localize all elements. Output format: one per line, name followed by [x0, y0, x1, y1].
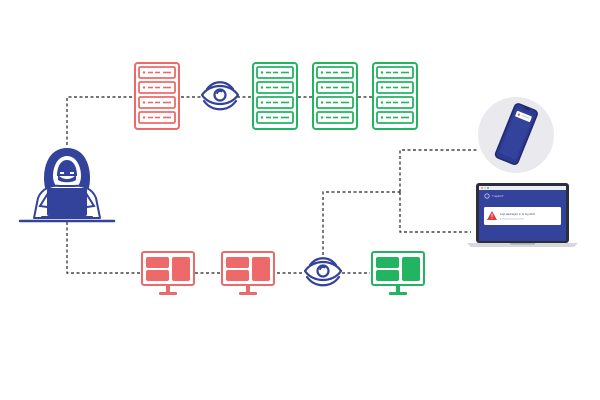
connector-attacker-to-servers — [66, 96, 133, 145]
connector-to-phone — [399, 149, 478, 192]
server-compromised — [134, 62, 180, 130]
eye-shield-icon — [200, 81, 240, 111]
alert-notification: Lapt Hashtagul: in 11 log 2022 Something… — [484, 207, 561, 225]
connector-lines — [66, 96, 478, 274]
phone-device — [478, 97, 554, 173]
smartphone-icon — [494, 103, 538, 165]
server-protected-3 — [372, 62, 418, 130]
brand-logo-icon — [484, 193, 490, 199]
connector-shield-to-devices — [322, 191, 400, 255]
server-protected-1 — [252, 62, 298, 130]
eye-shield-icon — [303, 257, 343, 287]
laptop-device: TrapEXT Lapt Hashtagul: in 11 log 2022 S… — [467, 183, 578, 247]
laptop-brand: TrapEXT — [492, 194, 504, 198]
attacker — [18, 148, 116, 223]
alert-title: Lapt Hashtagul: in 11 log 2022 — [500, 212, 536, 216]
connector-attacker-to-monitors — [66, 222, 140, 274]
alert-subtitle: Something detected in files — [500, 218, 524, 221]
warning-triangle-icon — [487, 211, 497, 220]
server-protected-2 — [312, 62, 358, 130]
connector-to-laptop — [399, 192, 471, 233]
monitor-compromised-1 — [141, 251, 195, 296]
attacker-laptop — [18, 188, 116, 223]
monitor-protected — [371, 251, 425, 296]
monitor-compromised-2 — [221, 251, 275, 296]
